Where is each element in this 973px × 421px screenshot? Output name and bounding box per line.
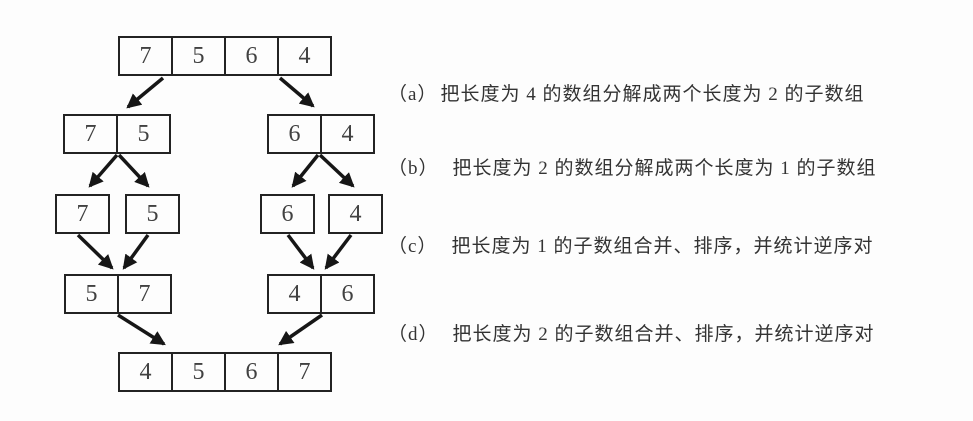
array-cell: 5 <box>171 36 226 76</box>
annotation-a-label: （a） <box>388 84 438 105</box>
array-cell: 6 <box>224 352 279 392</box>
array-level2-right: 6 4 <box>267 114 375 154</box>
array-level3-box4: 4 <box>328 194 383 234</box>
array-cell: 6 <box>267 114 322 154</box>
merge-arrow <box>278 313 323 346</box>
split-arrow <box>88 153 119 188</box>
array-cell: 7 <box>118 36 173 76</box>
array-cell: 5 <box>116 114 171 154</box>
split-arrow <box>291 153 320 188</box>
split-arrow <box>117 153 150 188</box>
annotation-a: （a） 把长度为 4 的数组分解成两个长度为 2 的子数组 <box>388 83 864 107</box>
merge-arrow <box>117 313 166 346</box>
array-level1: 7 5 6 4 <box>118 36 332 76</box>
split-arrow <box>318 153 355 188</box>
array-cell: 6 <box>320 274 375 314</box>
array-cell: 5 <box>125 194 180 234</box>
annotation-d-text: 把长度为 2 的子数组合并、排序，并统计逆序对 <box>452 324 875 345</box>
annotation-d: （d） 把长度为 2 的子数组合并、排序，并统计逆序对 <box>388 323 875 347</box>
array-level3-box2: 5 <box>125 194 180 234</box>
array-level5: 4 5 6 7 <box>118 352 332 392</box>
merge-arrow <box>286 233 315 270</box>
array-cell: 5 <box>171 352 226 392</box>
array-cell: 4 <box>328 194 383 234</box>
merge-arrow <box>76 233 114 270</box>
array-cell: 4 <box>267 274 322 314</box>
array-cell: 4 <box>277 36 332 76</box>
split-arrow <box>126 76 165 109</box>
annotation-c: （c） 把长度为 1 的子数组合并、排序，并统计逆序对 <box>388 235 873 259</box>
array-level2-left: 7 5 <box>63 114 171 154</box>
annotation-a-text: 把长度为 4 的数组分解成两个长度为 2 的子数组 <box>440 84 865 105</box>
array-cell: 4 <box>118 352 173 392</box>
array-cell: 7 <box>117 274 172 314</box>
merge-arrow <box>122 233 150 270</box>
array-cell: 7 <box>277 352 332 392</box>
array-level3-box1: 7 <box>55 194 110 234</box>
split-arrow <box>278 76 315 108</box>
annotation-b-label: （b） <box>388 158 439 179</box>
array-level4-right: 4 6 <box>267 274 375 314</box>
array-cell: 5 <box>64 274 119 314</box>
array-cell: 6 <box>224 36 279 76</box>
merge-sort-arrows <box>76 76 355 346</box>
array-level4-left: 5 7 <box>64 274 172 314</box>
annotation-b-text: 把长度为 2 的数组分解成两个长度为 1 的子数组 <box>452 158 877 179</box>
array-cell: 6 <box>260 194 315 234</box>
array-level3-box3: 6 <box>260 194 315 234</box>
array-cell: 7 <box>55 194 110 234</box>
annotation-d-label: （d） <box>388 324 439 345</box>
array-cell: 4 <box>320 114 375 154</box>
annotation-c-label: （c） <box>388 236 438 257</box>
merge-arrow <box>324 233 353 270</box>
array-cell: 7 <box>63 114 118 154</box>
annotation-b: （b） 把长度为 2 的数组分解成两个长度为 1 的子数组 <box>388 157 877 181</box>
annotation-c-text: 把长度为 1 的子数组合并、排序，并统计逆序对 <box>451 236 874 257</box>
